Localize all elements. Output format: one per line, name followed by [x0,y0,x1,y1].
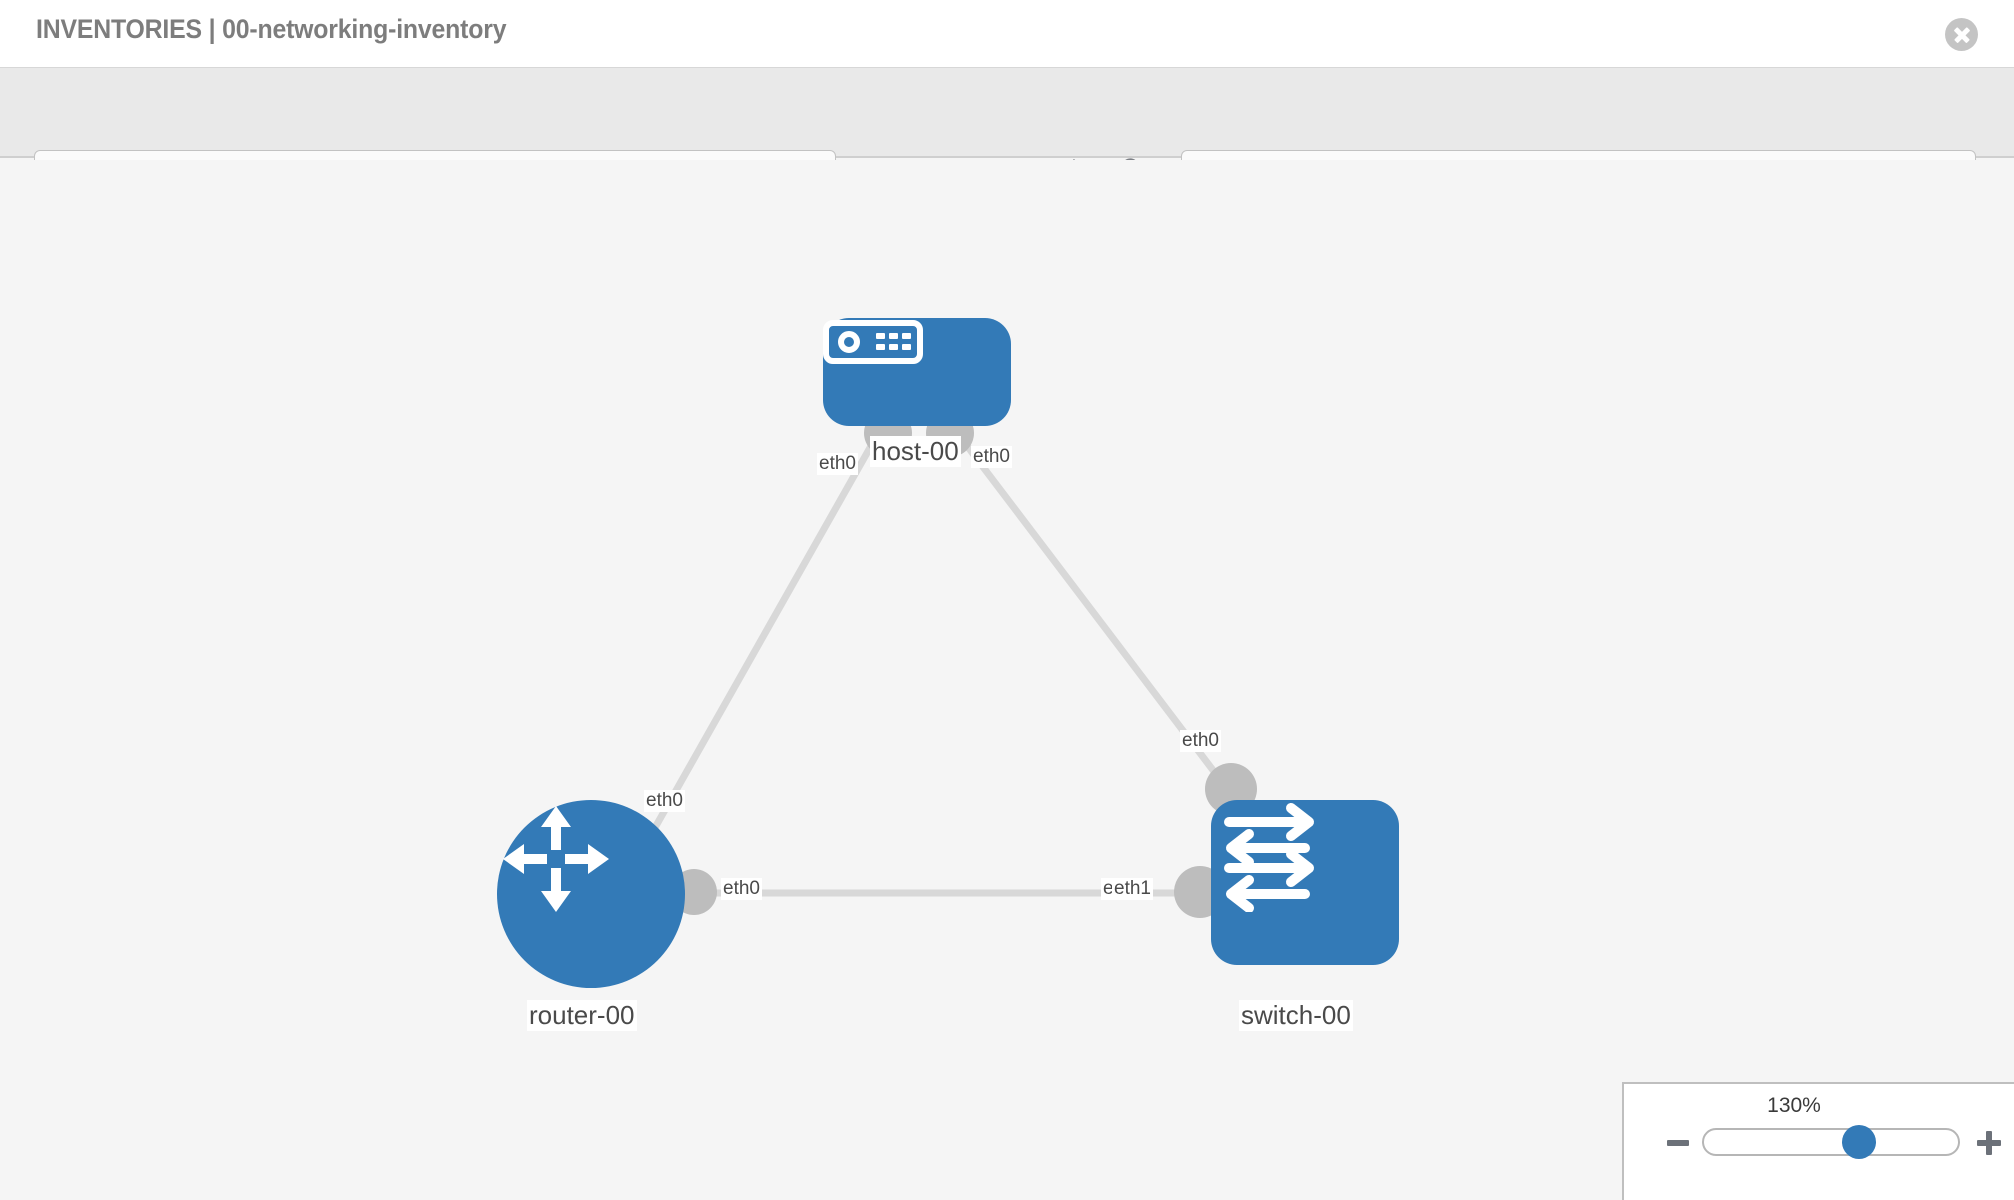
switch-icon [1224,803,1314,912]
node-router-shape[interactable] [497,800,685,988]
node-label-host: host-00 [870,436,961,467]
node-switch-shape[interactable] [1211,800,1399,965]
port-label-host-left: eth0 [817,453,858,475]
router-icon [503,806,609,912]
node-label-router: router-00 [527,1000,637,1031]
edge-host-router [644,426,884,844]
zoom-out-button[interactable] [1667,1140,1689,1146]
zoom-slider-thumb[interactable] [1841,1125,1876,1159]
server-icon [823,320,923,364]
page-header: INVENTORIES | 00-networking-inventory [0,0,2014,68]
zoom-control-panel: 130% [1622,1082,2014,1200]
topology-canvas[interactable]: host-00 eth0 eth0 [0,160,2014,1200]
port-label-host-right: eth0 [971,446,1012,468]
zoom-level-value: 130% [1767,1094,1821,1117]
port-label-router-up: eth0 [644,790,685,812]
zoom-in-button[interactable] [1974,1128,2004,1158]
topology-graph: host-00 eth0 eth0 [0,160,2014,1200]
topology-edges [644,409,1257,918]
port-label-router-right: eth0 [721,878,762,900]
node-label-switch: switch-00 [1239,1000,1353,1031]
close-icon[interactable] [1945,18,1978,51]
zoom-slider-track[interactable] [1702,1125,1960,1159]
port-label-switch-left-b: eth1 [1112,878,1153,900]
node-host-shape[interactable] [823,318,1011,426]
edge-connectors [671,409,1257,918]
page-title: INVENTORIES | 00-networking-inventory [36,14,507,44]
toolbar: ACTIONS SEARCH [0,68,2014,204]
port-label-switch-up: eth0 [1180,730,1221,752]
